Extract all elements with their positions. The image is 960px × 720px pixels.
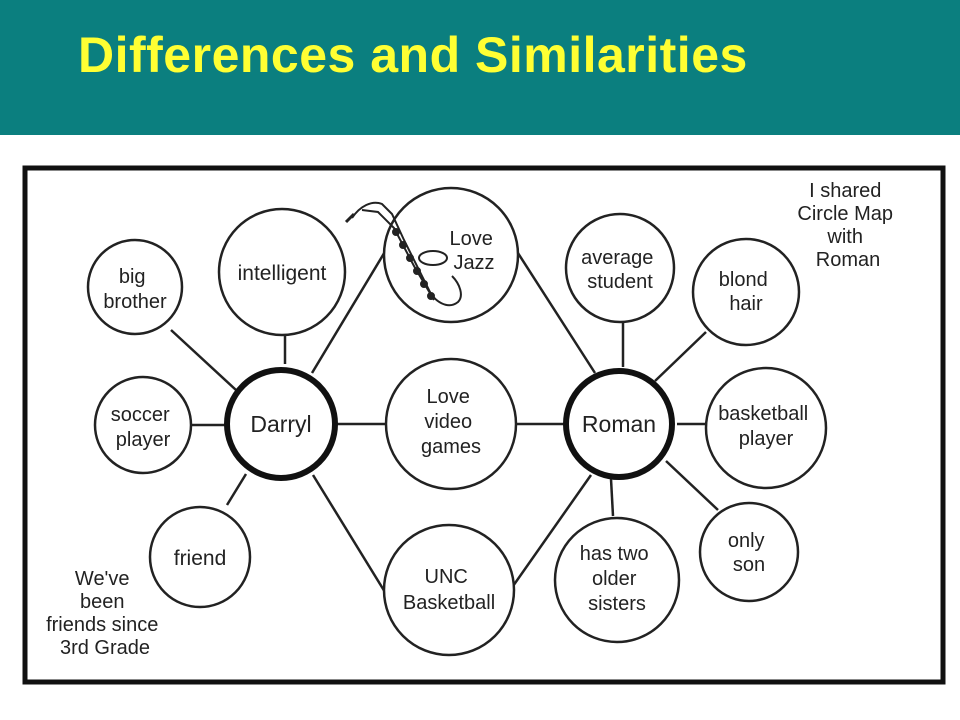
saxophone-icon <box>344 201 462 307</box>
label-love-video-games: Love video games <box>421 386 481 458</box>
bubble-basketball-player <box>704 366 828 490</box>
label-basketball-player: basketball player <box>718 403 814 450</box>
bubble-unc-basketball <box>382 523 516 657</box>
label-unc-basketball: UNC Basketball <box>403 566 495 614</box>
label-soccer-player: soccer player <box>111 404 175 451</box>
bubble-friend <box>148 505 252 609</box>
label-love-jazz: Love Jazz <box>450 228 499 274</box>
bubble-soccer-player <box>93 375 193 475</box>
note-bottom-left: We've been friends since 3rd Grade <box>46 568 164 659</box>
bubble-love-jazz <box>382 186 520 324</box>
bubble-has-two-older-sisters <box>553 516 681 644</box>
label-darryl: Darryl <box>250 411 311 437</box>
header-bar: Differences and Similarities <box>0 0 960 135</box>
label-intelligent: intelligent <box>238 262 327 285</box>
note-top-right: I shared Circle Map with Roman <box>797 180 898 271</box>
bubble-roman <box>563 368 675 480</box>
bubble-love-video-games <box>384 357 518 491</box>
label-roman: Roman <box>582 411 656 437</box>
bubble-blond-hair <box>691 237 801 347</box>
connector-lines <box>170 249 719 598</box>
page-title: Differences and Similarities <box>78 27 748 83</box>
label-blond-hair: blond hair <box>719 269 774 315</box>
bubble-big-brother <box>86 238 184 336</box>
label-has-two-older-sisters: has two older sisters <box>580 543 655 615</box>
bubble-darryl <box>224 367 338 481</box>
bubble-only-son <box>698 501 800 603</box>
bubble-intelligent <box>217 207 347 337</box>
label-only-son: only son <box>728 530 770 576</box>
label-big-brother: big brother <box>103 266 167 313</box>
double-bubble-map: big brother intelligent soccer player fr… <box>22 165 946 685</box>
label-average-student: average student <box>581 247 659 293</box>
bubble-average-student <box>564 212 676 324</box>
label-friend: friend <box>174 547 227 570</box>
